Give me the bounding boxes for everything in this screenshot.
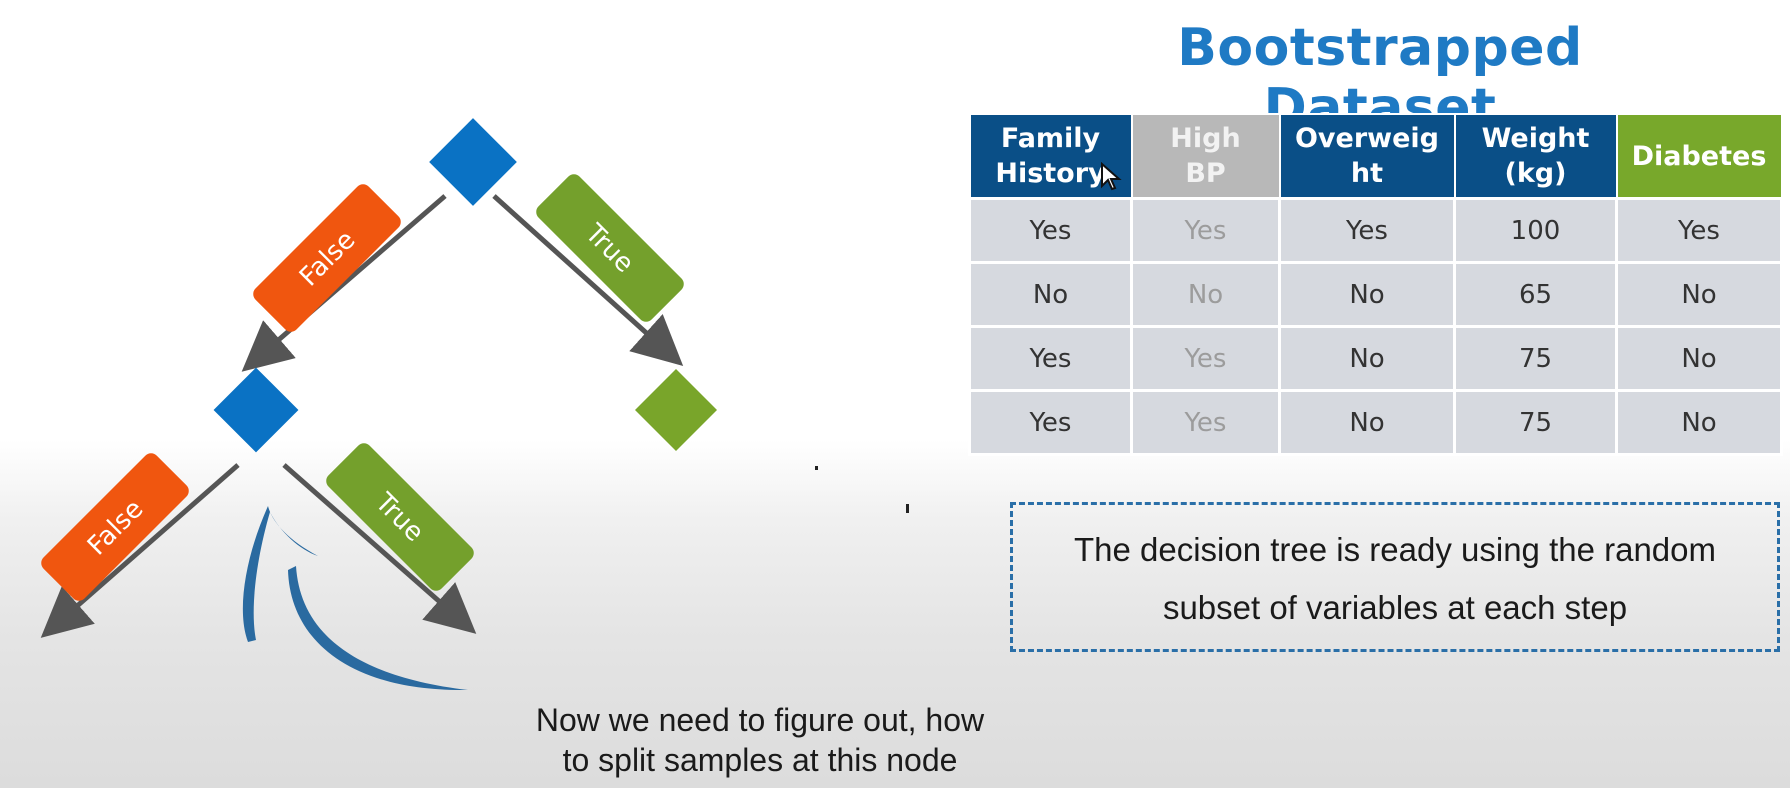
note-line-1: The decision tree is ready using the ran… — [1073, 531, 1717, 568]
right-leaf-node — [634, 368, 718, 452]
table-cell: No — [968, 261, 1133, 328]
root-true-arrow — [492, 194, 684, 367]
table-cell: No — [1615, 325, 1783, 392]
table-cell: No — [1278, 389, 1456, 456]
stray-mark — [815, 466, 818, 470]
table-cell: 65 — [1453, 261, 1618, 328]
pointer-arrow — [242, 506, 468, 691]
child-true-arrow — [282, 463, 477, 634]
root-false-arrow — [241, 194, 447, 372]
table-cell: Yes — [968, 197, 1133, 264]
mouse-cursor-icon — [1101, 162, 1122, 191]
stray-mark — [906, 504, 909, 513]
decision-tree-diagram: False True False True — [40, 118, 718, 691]
table-cell: Yes — [1130, 197, 1281, 264]
table-cell: Yes — [968, 325, 1133, 392]
note-box: The decision tree is ready using the ran… — [1010, 502, 1780, 652]
caption-line-1: Now we need to figure out, how — [535, 702, 985, 738]
table-cell: 75 — [1453, 325, 1618, 392]
header-weight: Weight(kg) — [1453, 113, 1618, 200]
table-cell: No — [1278, 325, 1456, 392]
header-diabetes: Diabetes — [1615, 113, 1783, 200]
table-cell: 100 — [1453, 197, 1618, 264]
left-child-node — [213, 367, 299, 453]
table-cell: No — [1615, 389, 1783, 456]
caption-line-2: to split samples at this node — [562, 742, 958, 778]
table-cell: 75 — [1453, 389, 1618, 456]
table-cell: Yes — [968, 389, 1133, 456]
root-node — [429, 118, 517, 206]
table-row: Yes Yes Yes 100 Yes — [968, 197, 1783, 264]
note-line-2: subset of variables at each step — [1162, 589, 1628, 626]
root-false-label: False — [253, 184, 401, 332]
tree-arrows — [40, 194, 684, 638]
table-cell: No — [1130, 261, 1281, 328]
table-cell: Yes — [1278, 197, 1456, 264]
table-row: Yes Yes No 75 No — [968, 389, 1783, 456]
table-row: Yes Yes No 75 No — [968, 325, 1783, 392]
table-cell: No — [1615, 261, 1783, 328]
table-cell: Yes — [1130, 325, 1281, 392]
table-cell: No — [1278, 261, 1456, 328]
table-row: No No No 65 No — [968, 261, 1783, 328]
child-false-arrow — [40, 463, 240, 638]
table-cell: Yes — [1615, 197, 1783, 264]
caption: Now we need to figure out, how to split … — [490, 700, 1030, 780]
table-cell: Yes — [1130, 389, 1281, 456]
